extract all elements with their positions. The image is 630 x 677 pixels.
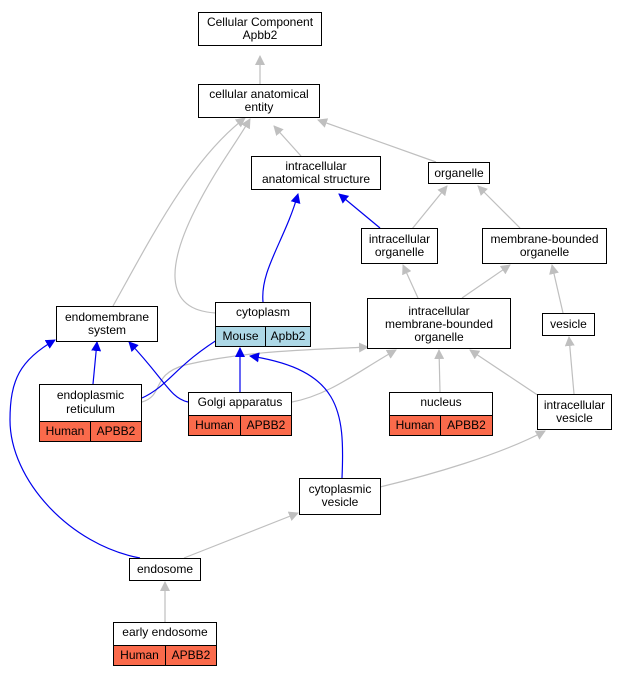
edge-iv-to-imbo [469,349,543,399]
node-cytoplasm[interactable]: cytoplasm Mouse Apbb2 [215,302,311,347]
species-cell: Mouse [215,326,266,347]
node-endomembrane-system[interactable]: endomembrane system [56,306,158,342]
node-cellular-anatomical-entity[interactable]: cellular anatomical entity [198,84,320,118]
node-membrane-bounded-organelle[interactable]: membrane-bounded organelle [482,228,607,264]
edge-nucleus-to-imbo [434,349,445,393]
edge-endosome-to-cv [183,511,299,559]
node-label: Golgi apparatus [197,395,283,409]
node-label: organelle [414,330,464,344]
node-cellular-component[interactable]: Cellular Component Apbb2 [198,12,322,46]
node-label: early endosome [122,625,208,639]
edge-io-to-ias [338,193,381,229]
edge-cytoplasm-to-ias [262,193,301,303]
node-label: organelle [519,245,570,259]
node-label: cytoplasm [235,305,291,319]
node-label: endosome [136,562,194,576]
edge-io-to-organelle [411,185,448,230]
species-cell: Human [188,415,241,436]
node-label: nucleus [420,395,462,409]
node-label: intracellular [368,232,431,246]
species-cell: Human [113,645,166,666]
node-label: endoplasmic [56,388,125,402]
edge-ias-to-cae [273,125,302,157]
node-label: Cellular Component [206,15,314,29]
annotation-row: Human APBB2 [39,421,142,442]
node-intracellular-membrane-bounded-organelle[interactable]: intracellular membrane-bounded organelle [367,298,511,349]
node-label: Apbb2 [242,28,278,42]
annotation-row: Human APBB2 [188,415,292,436]
node-label: cellular anatomical [209,87,309,101]
node-label: organelle [374,245,425,259]
edge-er-to-ems [91,341,102,385]
node-vesicle[interactable]: vesicle [542,313,595,336]
edge-golgi-to-ems [128,341,189,403]
gene-cell: APBB2 [241,415,292,436]
node-endosome[interactable]: endosome [129,558,201,581]
node-label: entity [244,100,274,114]
edge-ems-to-cae [112,117,246,307]
node-label: reticulum [66,402,115,416]
node-intracellular-vesicle[interactable]: intracellular vesicle [537,394,612,430]
node-label: membrane-bounded [384,317,494,331]
edge-vesicle-to-mbo [549,264,564,314]
node-label: membrane-bounded [490,232,599,246]
gene-cell: APBB2 [441,415,493,436]
gene-cell: APBB2 [166,645,217,666]
edge-golgi-to-imbo [291,349,397,403]
edge-mbo-to-organelle [477,185,521,229]
node-label: vesicle [321,495,359,509]
node-label: anatomical structure [261,172,371,186]
node-endoplasmic-reticulum[interactable]: endoplasmic reticulum Human APBB2 [39,384,142,442]
edge-imbo-to-io [402,264,419,299]
species-cell: Human [39,421,91,442]
node-label: system [87,323,126,337]
node-label: vesicle [550,317,587,331]
edge-endosome-to-ems [9,339,141,559]
node-intracellular-organelle[interactable]: intracellular organelle [361,228,438,264]
node-label: intracellular [285,159,347,173]
annotation-row: Human APBB2 [389,415,493,436]
node-label: cytoplasmic [308,482,372,496]
gene-cell: APBB2 [91,421,142,442]
node-golgi-apparatus[interactable]: Golgi apparatus Human APBB2 [188,392,292,436]
node-organelle[interactable]: organelle [428,162,490,184]
annotation-row: Human APBB2 [113,645,217,666]
node-label: organelle [434,166,484,180]
node-early-endosome[interactable]: early endosome Human APBB2 [113,622,217,666]
gene-cell: Apbb2 [266,326,311,347]
edge-cytoplasm-to-cae [174,118,251,314]
node-label: vesicle [556,411,593,425]
species-cell: Human [389,415,441,436]
edge-cv-to-cytoplasm [249,352,344,479]
edge-organelle-to-cae [317,118,437,163]
edge-cv-to-iv [379,430,546,488]
edge-iv-to-vesicle [564,336,575,395]
node-intracellular-anatomical-structure[interactable]: intracellular anatomical structure [251,156,381,190]
node-nucleus[interactable]: nucleus Human APBB2 [389,392,493,436]
edge-er-to-cytoplasm [141,334,226,399]
node-label: intracellular [543,398,606,412]
node-label: endomembrane [64,310,150,324]
edge-imbo-to-mbo [461,264,511,299]
node-cytoplasmic-vesicle[interactable]: cytoplasmic vesicle [299,478,381,515]
node-label: intracellular [408,304,470,318]
annotation-row: Mouse Apbb2 [215,326,311,347]
